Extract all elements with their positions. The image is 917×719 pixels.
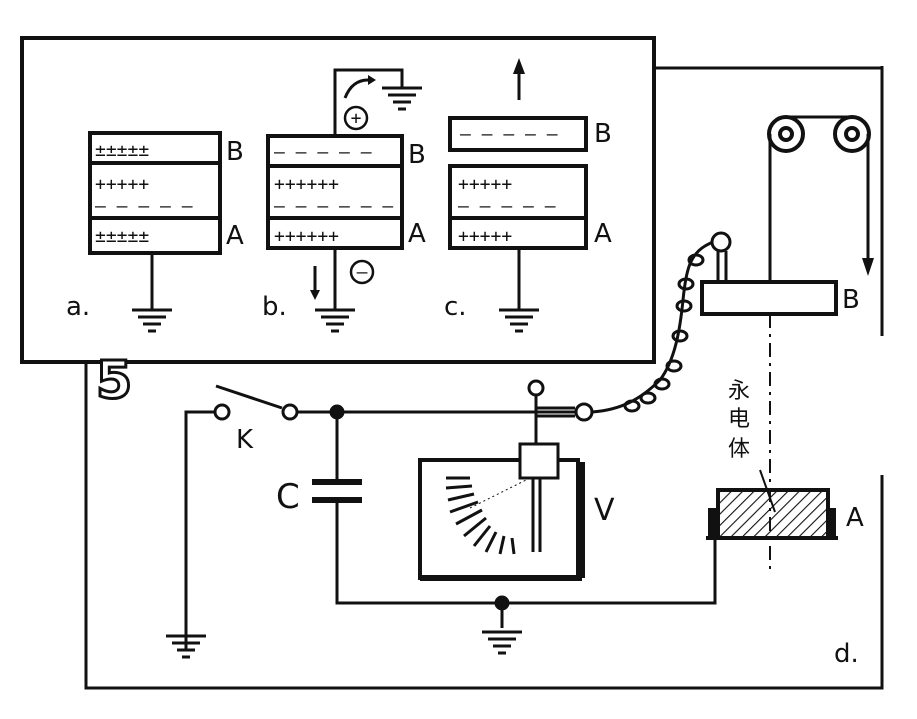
panel-a-label-b: B	[226, 137, 244, 167]
panel-a-label-a: A	[226, 221, 244, 251]
panel-b-label-a: A	[408, 219, 426, 249]
panel-a-row-mid: +++++	[95, 174, 149, 195]
down-arrow-b	[310, 290, 320, 300]
coiled-wire	[591, 231, 732, 414]
panel-d-label-a: A	[846, 503, 864, 533]
panel-b-row-bottom: ++++++	[274, 226, 339, 247]
panel-c: – – – – – +++++ – – – – – +++++ B A c.	[444, 58, 612, 333]
panel-c-label-a: A	[594, 219, 612, 249]
electret-char-1: 永	[728, 379, 750, 404]
panel-b-row-mid: ++++++	[274, 174, 339, 195]
panel-c-label: c.	[444, 292, 467, 322]
minus-sign: –	[357, 262, 368, 283]
panel-d-label: d.	[834, 639, 859, 669]
ground-symbol-d	[480, 630, 524, 655]
panel-a-row-top: ±±±±±	[95, 140, 149, 161]
panel-a-row-mid2: – – – – –	[95, 196, 193, 217]
plus-circle	[343, 105, 369, 131]
up-arrow-c	[513, 58, 525, 74]
inset-frame	[20, 36, 656, 364]
switch-label: K	[236, 425, 254, 455]
panel-c-row-bottom: +++++	[458, 226, 512, 247]
panel-b-label-b: B	[408, 140, 426, 170]
electret-char-3: 体	[728, 437, 750, 462]
plus-sign: +	[351, 108, 362, 129]
electret-label: 永 电 体	[728, 379, 750, 462]
panel-c-row-mid: +++++	[458, 174, 512, 195]
panel-d-circuit	[184, 384, 717, 650]
panel-b-row-top: – – – – –	[274, 142, 372, 163]
panel-d-frame	[84, 66, 884, 690]
panel-b-row-mid2: – – – – – –	[274, 196, 393, 217]
voltmeter-label: V	[594, 493, 615, 528]
panel-b-label: b.	[262, 292, 287, 322]
panel-c-label-b: B	[594, 119, 612, 149]
down-arrow-d	[862, 258, 874, 276]
minus-circle	[349, 259, 375, 285]
panel-c-row-top: – – – – –	[460, 124, 558, 145]
panel-a-label: a.	[66, 292, 90, 322]
figure-number: 5	[96, 351, 132, 411]
electret-plate	[706, 469, 838, 540]
voltmeter	[418, 379, 594, 581]
panel-b: – – – – – ++++++ – – – – – – ++++++ + – …	[262, 68, 426, 333]
panel-a-row-bottom: ±±±±±	[95, 226, 149, 247]
electret-char-2: 电	[728, 407, 750, 432]
capacitor-label: C	[276, 477, 300, 517]
panel-d-label-b: B	[842, 285, 860, 315]
panel-a: ±±±±± +++++ – – – – – ±±±±± B A a.	[66, 131, 244, 333]
pulley-assembly	[700, 115, 874, 316]
panel-c-row-mid2: – – – – –	[458, 196, 556, 217]
